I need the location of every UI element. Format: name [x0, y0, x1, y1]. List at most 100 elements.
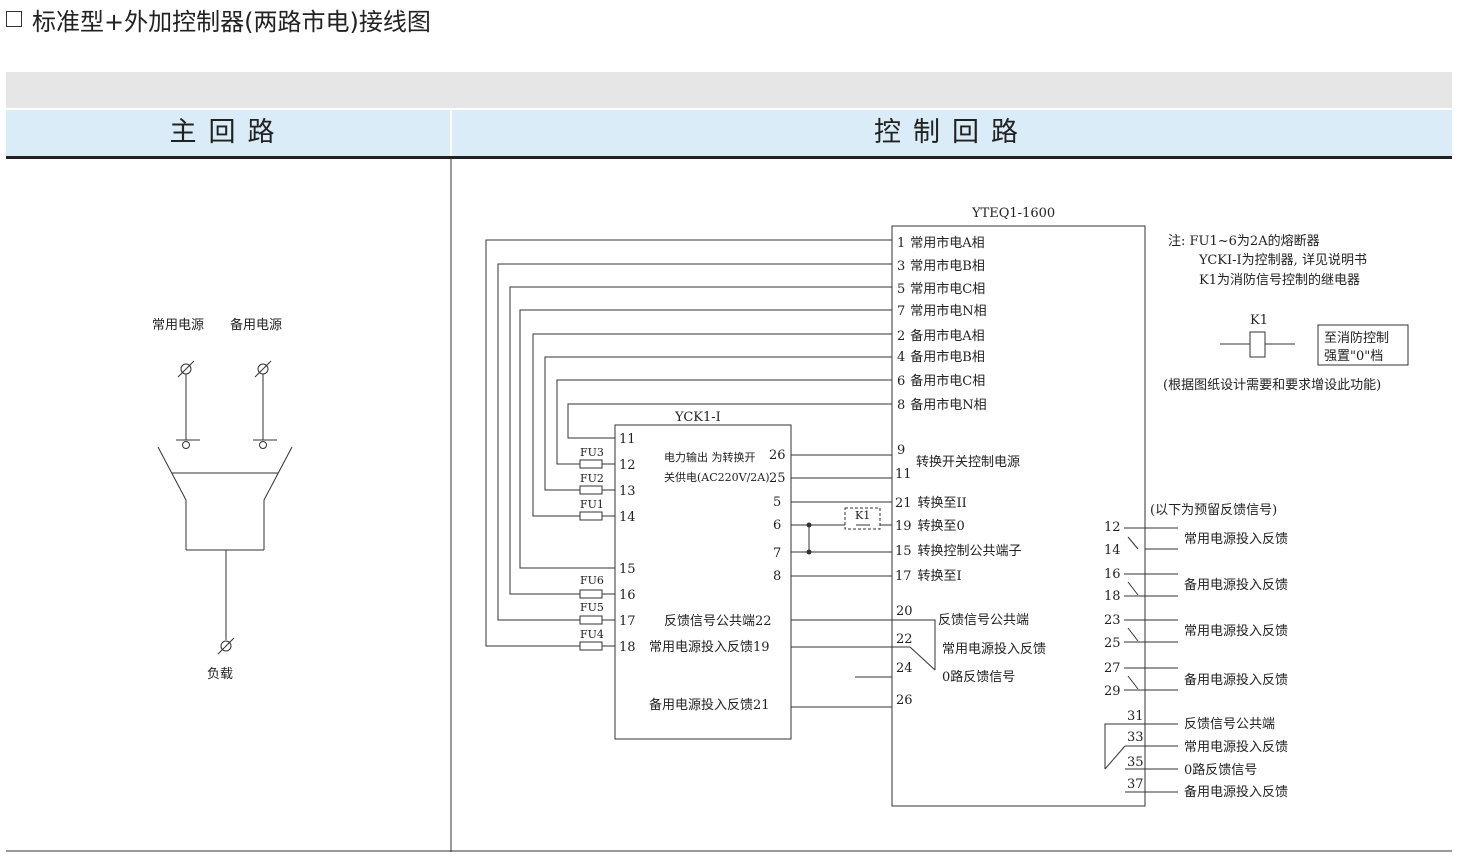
gray-band [6, 72, 1452, 108]
fuse-label-fu3: FU3 [580, 446, 604, 459]
yck-terminal-14: 14 [619, 510, 636, 525]
feedback-num-14: 14 [1104, 543, 1121, 558]
yteq-terminal-24-label: 0路反馈信号 [942, 669, 1015, 685]
fire-box-line1: 至消防控制 [1324, 330, 1389, 346]
note-relay-label: K1 [1250, 313, 1268, 328]
yck-left-terminals: 11 12 13 14 15 16 17 18 [619, 432, 636, 655]
feedback-label-3: 常用电源投入反馈 [1184, 623, 1288, 639]
yteq-feedback-switch [892, 619, 936, 671]
control-circuit-header: 控制回路 [874, 117, 1030, 148]
title-row: 标准型+外加控制器(两路市电)接线图 [6, 4, 431, 36]
yteq-power-label: 转换开关控制电源 [916, 455, 1020, 470]
note-line-2: YCKI-I为控制器, 详见说明书 [1198, 253, 1367, 268]
yck-right-terminals: 电力输出 为转换开 关供电(AC220V/2A) 26 25 5 6 7 8 反… [649, 448, 786, 713]
feedback-num-25: 25 [1104, 636, 1121, 651]
fire-box-line2: 强置"0"档 [1324, 349, 1383, 364]
source-terminal-backup [253, 360, 277, 449]
checkbox-icon [6, 11, 22, 27]
notes: 注: FU1~6为2A的熔断器 YCKI-I为控制器, 详见说明书 K1为消防信… [1163, 233, 1409, 393]
yck-terminal-16: 16 [619, 588, 636, 603]
feedback-num-16: 16 [1104, 567, 1121, 582]
k1-relay-contact: K1 [844, 507, 881, 530]
feedback-bottom-label-2: 常用电源投入反馈 [1184, 739, 1288, 755]
yck-terminal-18: 18 [619, 640, 636, 655]
feedback-num-33: 33 [1127, 730, 1144, 745]
fuse-fu6 [579, 589, 603, 599]
yck-label: YCK1-I [674, 410, 721, 425]
control-wires [791, 454, 892, 708]
yck-terminal-13: 13 [619, 484, 636, 499]
fuse-fu5 [579, 615, 603, 625]
fuse-label-fu2: FU2 [580, 472, 604, 485]
fuse-label-fu6: FU6 [580, 574, 604, 587]
fuse-label-fu5: FU5 [580, 601, 604, 614]
note-line-3: K1为消防信号控制的继电器 [1199, 272, 1360, 288]
fuse-label-fu4: FU4 [580, 628, 604, 641]
source-label-normal: 常用电源 [152, 318, 204, 333]
main-circuit-header: 主回路 [169, 117, 287, 148]
yck-terminal-21: 备用电源投入反馈21 [649, 697, 770, 713]
yteq-terminal-11: 11 [895, 467, 912, 482]
yck-terminal-25: 25 [769, 471, 786, 486]
yck-box [614, 424, 792, 740]
transfer-switch-symbol [157, 446, 293, 640]
header-separator [450, 110, 452, 156]
yteq-terminal-24: 24 [896, 661, 913, 676]
yck-terminal-15: 15 [619, 562, 636, 577]
load-label: 负载 [207, 667, 233, 682]
fuse-fu3 [579, 459, 603, 469]
feedback-contacts: (以下为预留反馈信号) 12 14 常用电源投入反馈 16 18 备用电源投入反… [1104, 503, 1288, 800]
yteq-terminal-22-label: 常用电源投入反馈 [942, 641, 1046, 657]
feedback-num-12: 12 [1104, 520, 1121, 535]
note-line-1: 注: FU1~6为2A的熔断器 [1168, 233, 1320, 249]
feedback-num-31: 31 [1127, 709, 1144, 724]
fuse-fu1 [579, 511, 603, 521]
relay-coil-symbol [1249, 331, 1266, 358]
k1-label: K1 [855, 509, 870, 522]
yck-power-out-line2: 关供电(AC220V/2A) [664, 470, 770, 484]
source-terminal-normal [176, 360, 200, 449]
yck-terminal-6: 6 [773, 518, 781, 533]
yck-terminal-26: 26 [769, 448, 786, 463]
yck-terminal-7: 7 [773, 546, 781, 561]
fuse-fu2 [579, 485, 603, 495]
phase-wires [485, 239, 892, 647]
yteq-label: YTEQ1-1600 [971, 206, 1055, 221]
yteq-terminal-22: 22 [896, 632, 913, 647]
source-label-backup: 备用电源 [230, 317, 282, 333]
yteq-terminal-26: 26 [896, 693, 913, 708]
fuses: FU3 FU2 FU1 FU6 FU5 FU4 [579, 446, 604, 651]
feedback-num-37: 37 [1127, 777, 1144, 792]
yck-terminal-8: 8 [773, 569, 781, 584]
fuse-label-fu1: FU1 [580, 498, 604, 511]
yck-terminal-11: 11 [619, 432, 636, 447]
yck-power-out-line1: 电力输出 为转换开 [664, 450, 756, 464]
note-remark: (根据图纸设计需要和要求增设此功能) [1163, 378, 1381, 393]
yck-terminal-22: 反馈信号公共端22 [664, 614, 772, 629]
yteq-terminal-20: 20 [896, 604, 913, 619]
yteq-terminal-20-label: 反馈信号公共端 [938, 613, 1029, 628]
feedback-num-27: 27 [1104, 661, 1121, 676]
feedback-bottom-label-1: 反馈信号公共端 [1184, 717, 1275, 732]
yck-terminal-5: 5 [773, 495, 781, 510]
fire-control-box [1317, 324, 1409, 366]
yteq-box [891, 225, 1146, 807]
feedback-bottom-label-4: 备用电源投入反馈 [1184, 784, 1288, 800]
fuse-fu4 [579, 641, 603, 651]
yck-terminal-19: 常用电源投入反馈19 [649, 639, 770, 655]
main-circuit: 常用电源 备用电源 [152, 317, 293, 682]
feedback-label-4: 备用电源投入反馈 [1184, 672, 1288, 688]
